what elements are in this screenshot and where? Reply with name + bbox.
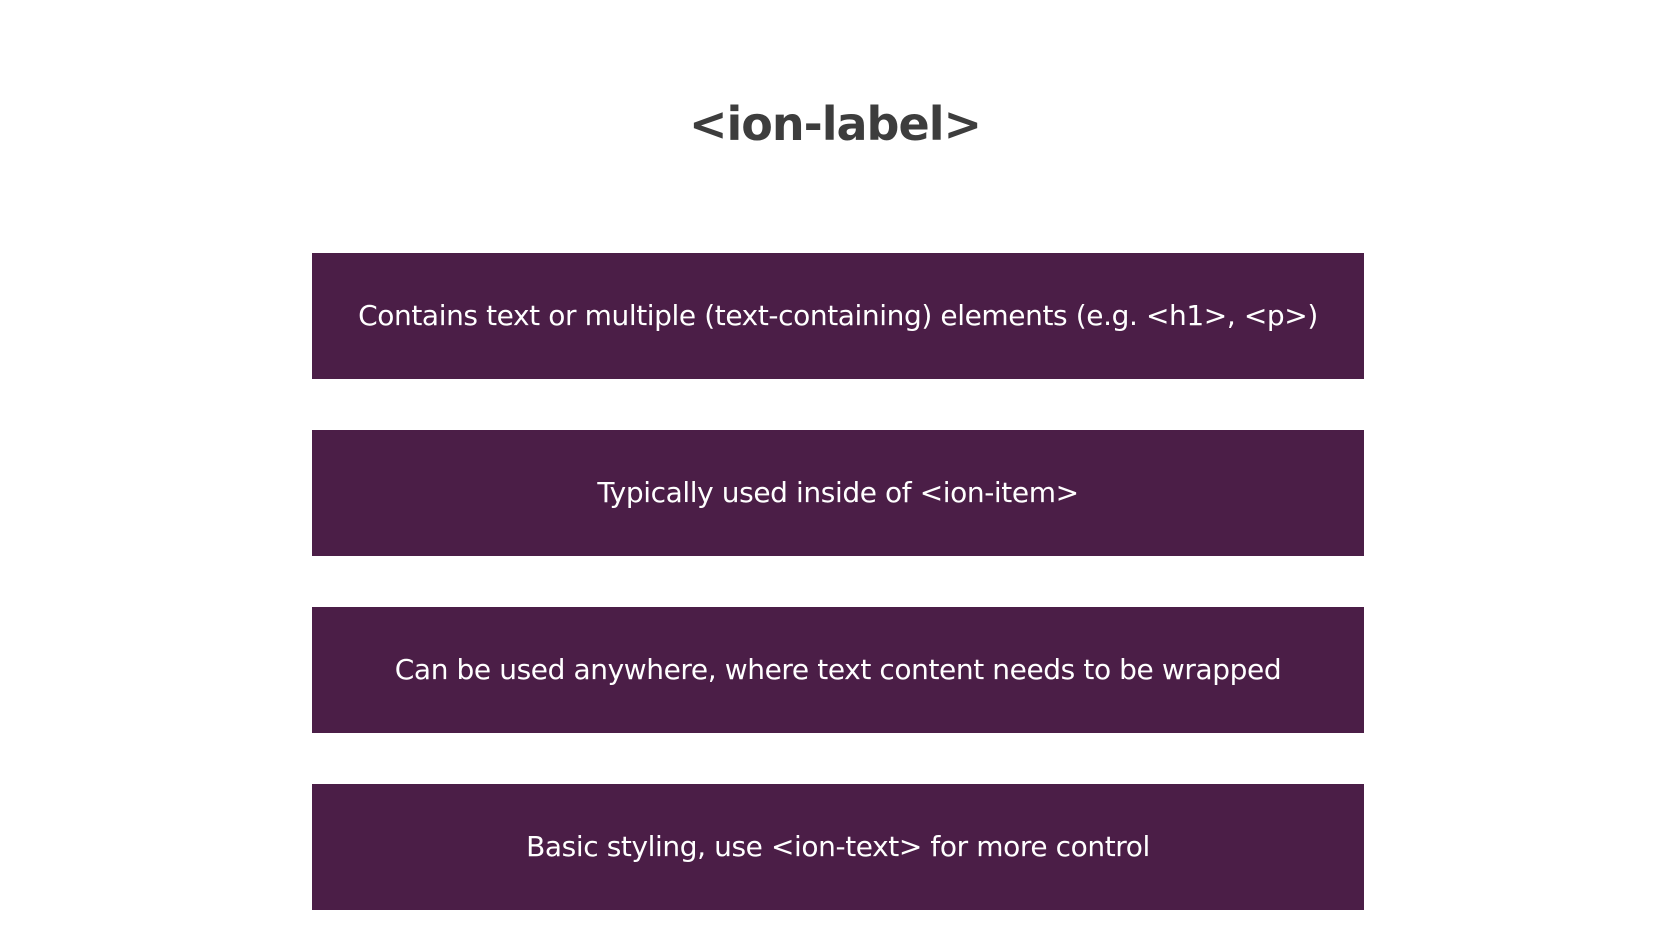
bullet-text-2: Typically used inside of <ion-item> [597,476,1079,509]
bullet-text-1: Contains text or multiple (text-containi… [358,299,1318,332]
bullet-box-2: Typically used inside of <ion-item> [312,430,1364,556]
bullet-box-list: Contains text or multiple (text-containi… [312,253,1364,910]
bullet-text-3: Can be used anywhere, where text content… [394,653,1282,686]
bullet-box-1: Contains text or multiple (text-containi… [312,253,1364,379]
bullet-box-3: Can be used anywhere, where text content… [312,607,1364,733]
bullet-text-4: Basic styling, use <ion-text> for more c… [526,830,1150,863]
bullet-box-4: Basic styling, use <ion-text> for more c… [312,784,1364,910]
slide-title: <ion-label> [689,97,982,151]
